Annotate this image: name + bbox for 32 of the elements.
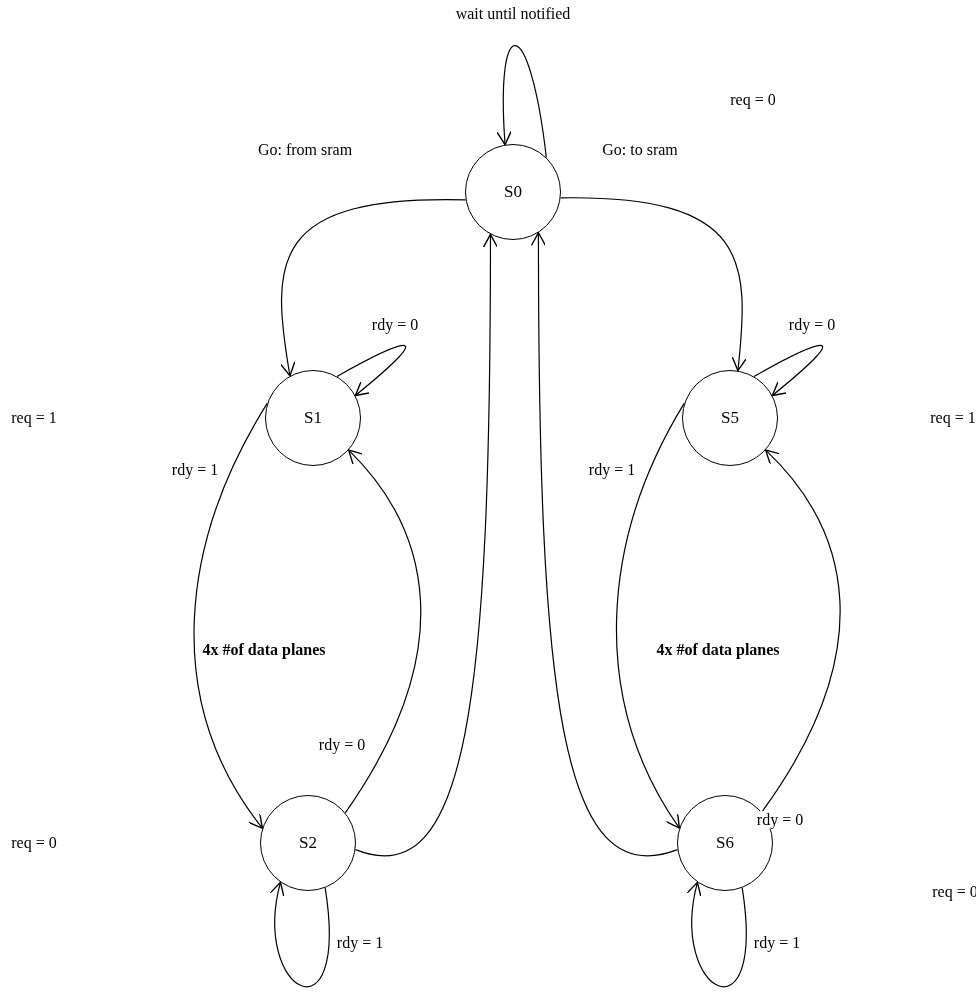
transition-arrow — [616, 402, 685, 829]
state-name: S6 — [716, 833, 734, 853]
edge-label: rdy = 0 — [369, 316, 421, 334]
transition-arrow — [687, 881, 747, 987]
edge-label: rdy = 1 — [586, 461, 638, 479]
transition-arrow — [354, 233, 499, 857]
state-name: S2 — [299, 833, 317, 853]
transition-arrow — [753, 344, 824, 397]
edge-label: rdy = 1 — [751, 934, 803, 952]
edge-label: rdy = 1 — [169, 461, 221, 479]
state-name: S5 — [721, 408, 739, 428]
edge-label: rdy = 1 — [334, 934, 386, 952]
transition-arrow — [761, 449, 841, 813]
edge-label: rdy = 0 — [786, 316, 838, 334]
output-note: req = 1 — [929, 409, 976, 427]
transition-arrow — [280, 199, 467, 377]
output-note: req = 1 — [10, 409, 58, 427]
transition-arrow — [336, 344, 407, 397]
loop-note: 4x #of data planes — [201, 641, 327, 659]
transition-arrow — [496, 45, 547, 159]
edge-label: rdy = 0 — [754, 811, 806, 829]
output-note: req = 0 — [10, 834, 58, 852]
transition-arrow — [560, 197, 747, 372]
state-name: S0 — [504, 182, 522, 202]
transition-arrow — [193, 402, 268, 829]
edge-label: rdy = 0 — [316, 736, 368, 754]
transition-arrow — [344, 449, 422, 814]
output-note: req = 0 — [729, 91, 777, 109]
state-name: S1 — [304, 408, 322, 428]
loop-note: 4x #of data planes — [655, 641, 781, 659]
transition-arrow — [270, 881, 330, 987]
transition-arrow — [530, 232, 679, 857]
